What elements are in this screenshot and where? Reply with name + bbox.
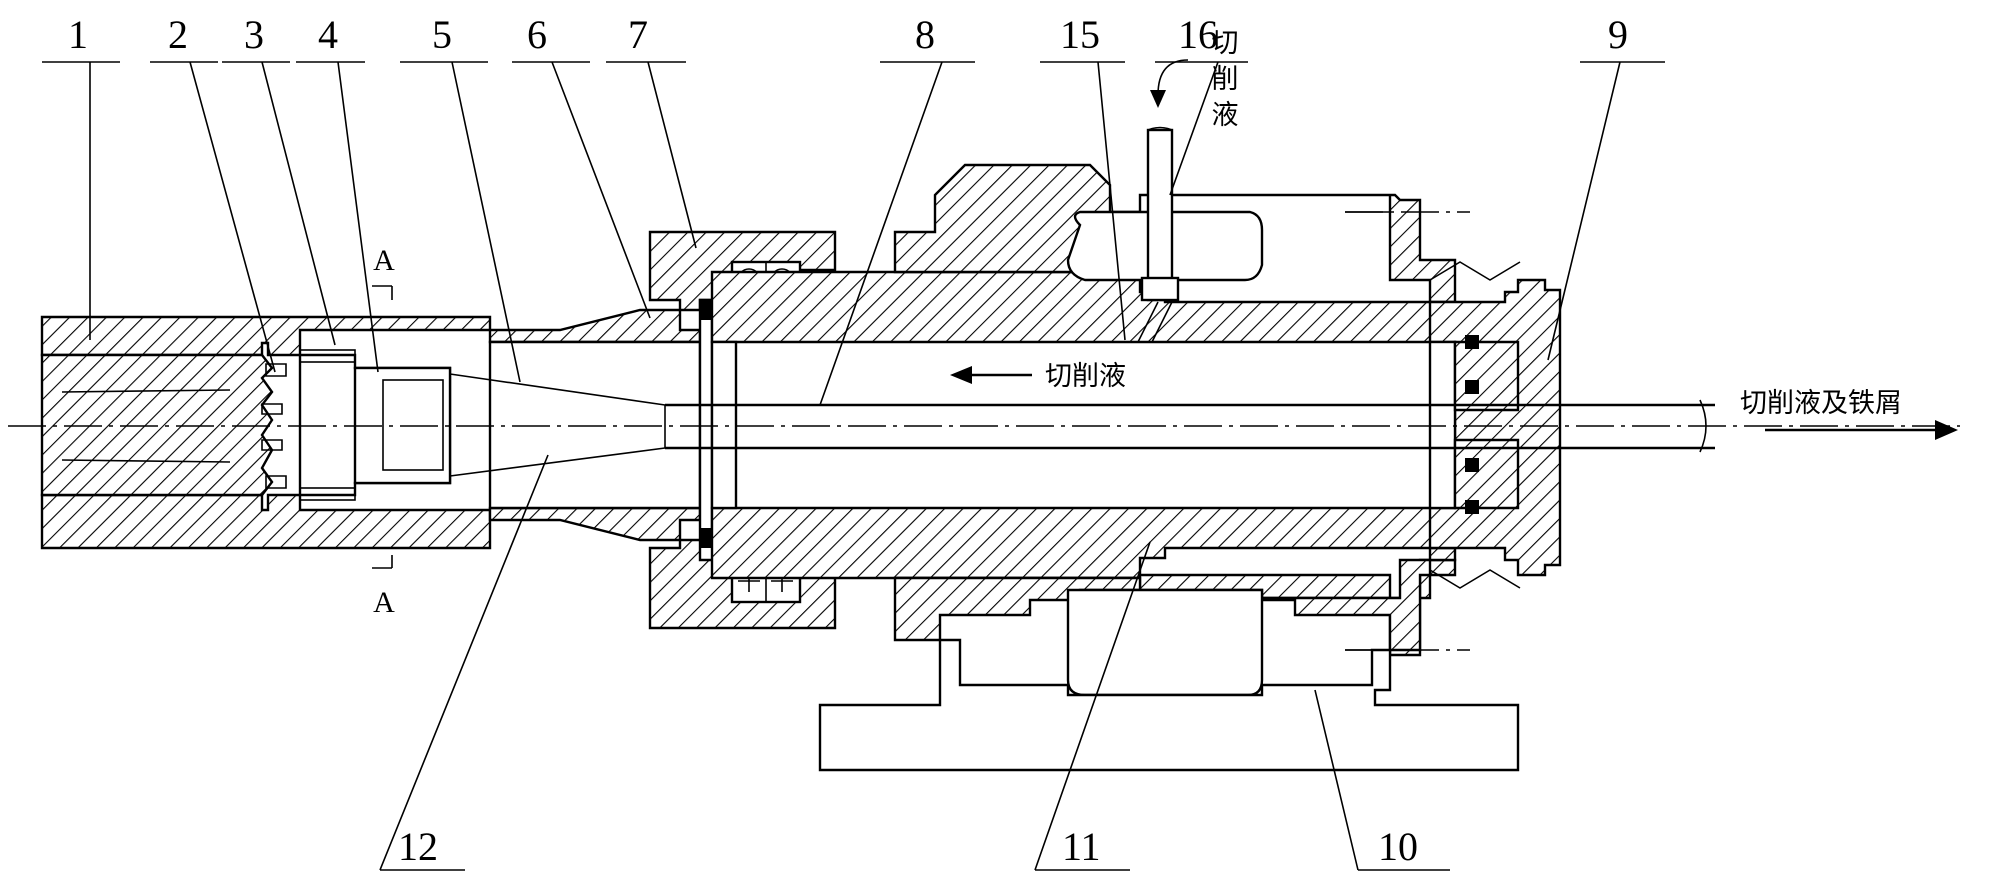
outlet-label: 切削液及铁屑 [1740,388,1902,419]
boring-bar [450,310,700,540]
part-label-16: 16 [1178,12,1218,57]
part-label-5: 5 [432,12,452,57]
section-label-top: A [373,244,395,277]
part-label-6: 6 [527,12,547,57]
part-label-4: 4 [318,12,338,57]
part-label-10: 10 [1378,824,1418,869]
part-label-15: 15 [1060,12,1100,57]
coolant-flow-label: 切削液 [1045,361,1126,392]
end-cap [1430,262,1560,588]
part-label-11: 11 [1062,824,1101,869]
coolant-inlet-label-char-3: 液 [1212,100,1239,131]
part-label-1: 1 [68,12,88,57]
part-label-7: 7 [628,12,648,57]
part-label-9: 9 [1608,12,1628,57]
part-label-2: 2 [168,12,188,57]
part-label-12: 12 [398,824,438,869]
hollow-spindle [712,272,1455,578]
part-label-3: 3 [244,12,264,57]
part-label-8: 8 [915,12,935,57]
boring-head [262,350,450,500]
section-label-bottom: A [373,586,395,619]
